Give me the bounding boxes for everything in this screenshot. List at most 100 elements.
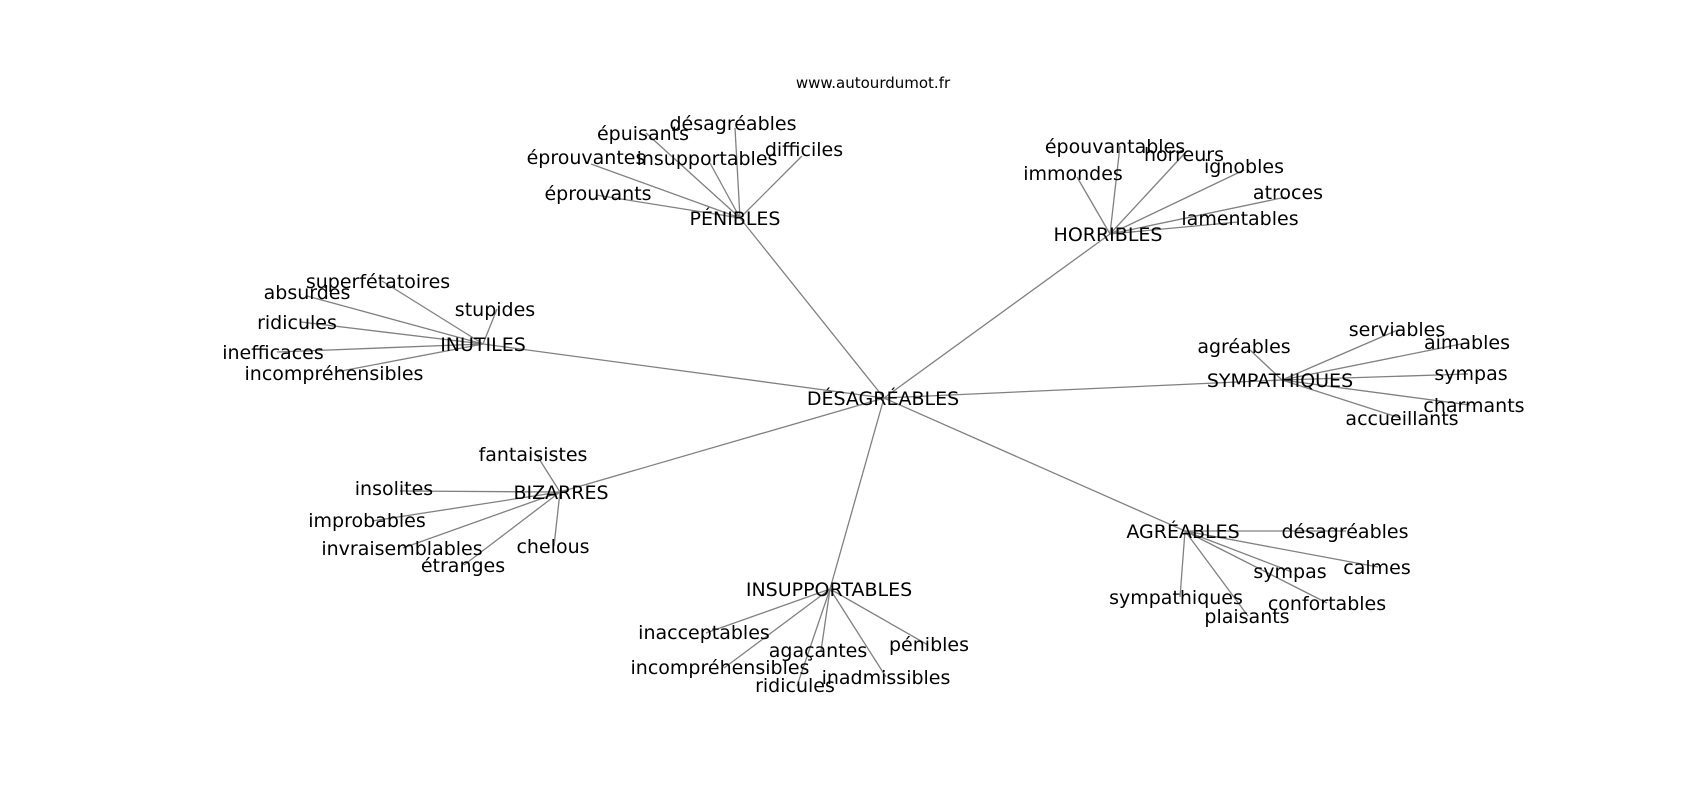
leaf-node: incompréhensibles <box>631 657 810 679</box>
leaf-node: désagréables <box>1281 521 1408 543</box>
leaf-node: insolites <box>355 478 433 500</box>
graph-edge <box>1249 349 1283 381</box>
graph-edge <box>335 343 484 373</box>
graph-edge <box>399 490 561 493</box>
graph-edge <box>739 155 803 219</box>
graph-edge <box>1281 328 1401 381</box>
graph-edge <box>883 397 1186 532</box>
cluster-node-insupportables: INSUPPORTABLES <box>746 579 912 601</box>
graph-edge <box>1109 152 1186 235</box>
leaf-node: ridicules <box>257 312 337 334</box>
leaf-node: épouvantables <box>1045 136 1185 158</box>
graph-edge <box>559 397 885 493</box>
leaf-node: atroces <box>1253 182 1323 204</box>
cluster-node-bizarres: BIZARRES <box>513 482 608 504</box>
graph-edge <box>402 491 561 549</box>
leaf-node: désagréables <box>669 113 796 135</box>
graph-edge <box>1109 145 1121 235</box>
leaf-node: lamentables <box>1181 208 1298 230</box>
leaf-node: aimables <box>1424 332 1510 354</box>
graph-edge <box>276 343 484 353</box>
leaf-node: éprouvantes <box>527 147 646 169</box>
graph-edge <box>1184 530 1249 617</box>
cluster-node-inutiles: INUTILES <box>440 334 526 356</box>
graph-edge <box>883 233 1111 399</box>
graph-edge <box>1184 530 1328 604</box>
leaf-node: épuisants <box>597 123 689 145</box>
leaf-node: ridicules <box>755 675 835 697</box>
leaf-node: chelous <box>516 536 589 558</box>
graph-edge <box>734 127 741 219</box>
leaf-node: serviables <box>1349 319 1446 341</box>
graph-edge <box>463 491 561 566</box>
leaf-node: ignobles <box>1204 156 1284 178</box>
leaf-node: confortables <box>1268 593 1386 615</box>
graph-edge <box>482 308 498 345</box>
graph-edge <box>705 588 831 634</box>
leaf-node: calmes <box>1343 557 1410 579</box>
graph-edge <box>595 194 741 219</box>
leaf-node: inacceptables <box>638 622 770 644</box>
graph-edge <box>1281 373 1469 381</box>
leaf-node: difficiles <box>765 139 843 161</box>
graph-edge <box>883 379 1283 399</box>
graph-edge <box>535 453 561 493</box>
graph-edge <box>723 588 831 669</box>
graph-edge <box>1281 379 1471 406</box>
cluster-node-horribles: HORRIBLES <box>1054 224 1163 246</box>
graph-edge <box>1184 530 1379 568</box>
graph-edge <box>829 397 885 590</box>
graph-edge <box>709 162 741 219</box>
leaf-node: superfétatoires <box>306 271 450 293</box>
leaf-node: improbables <box>308 510 426 532</box>
leaf-node: horreurs <box>1144 144 1224 166</box>
leaf-node: sympas <box>1253 561 1326 583</box>
graph-edge <box>1109 221 1239 235</box>
graph-edge <box>1109 169 1245 235</box>
graph-edge <box>553 491 561 547</box>
graph-edge <box>1281 379 1401 419</box>
leaf-node: inefficaces <box>222 342 324 364</box>
cluster-node-agreables: AGRÉABLES <box>1126 520 1239 543</box>
graph-edge <box>1076 176 1111 235</box>
leaf-node: accueillants <box>1345 408 1458 430</box>
graph-edge <box>820 588 831 652</box>
graph-edge <box>1281 342 1467 381</box>
leaf-node: agréables <box>1197 336 1290 358</box>
leaf-node: immondes <box>1023 163 1123 185</box>
cluster-node-penibles: PÉNIBLES <box>690 207 781 230</box>
leaf-node: inadmissibles <box>822 667 951 689</box>
leaf-node: absurdes <box>264 282 351 304</box>
graph-edge <box>645 132 741 219</box>
leaf-node: stupides <box>455 299 535 321</box>
leaf-node: incompréhensibles <box>245 363 424 385</box>
graph-edge <box>371 491 561 522</box>
leaf-node: sympas <box>1434 363 1507 385</box>
leaf-node: étranges <box>421 555 505 577</box>
graph-edge <box>829 588 887 678</box>
leaf-node: pénibles <box>889 634 969 656</box>
graph-edge <box>796 588 831 687</box>
graph-edge <box>1184 530 1293 573</box>
leaf-node: insupportables <box>637 148 778 170</box>
graph-edge <box>1109 196 1287 235</box>
graph-edges <box>276 127 1471 687</box>
graph-edge <box>1179 530 1186 598</box>
graph-edge <box>306 295 484 345</box>
root-node: DÉSAGRÉABLES <box>807 387 959 410</box>
leaf-node: plaisants <box>1204 606 1289 628</box>
leaf-node: fantaisistes <box>479 444 588 466</box>
graph-edge <box>739 217 885 399</box>
graph-edge <box>590 163 741 219</box>
source-caption: www.autourdumot.fr <box>796 74 951 92</box>
leaf-node: charmants <box>1423 395 1524 417</box>
leaf-node: invraisemblables <box>321 538 482 560</box>
cluster-node-sympathiques: SYMPATHIQUES <box>1207 370 1353 392</box>
graph-edge <box>482 343 885 399</box>
leaf-node: éprouvants <box>544 183 651 205</box>
leaf-node: sympathiques <box>1109 587 1243 609</box>
graph-edge <box>829 588 929 646</box>
graph-edge <box>300 321 484 345</box>
graph-edge <box>381 280 484 345</box>
